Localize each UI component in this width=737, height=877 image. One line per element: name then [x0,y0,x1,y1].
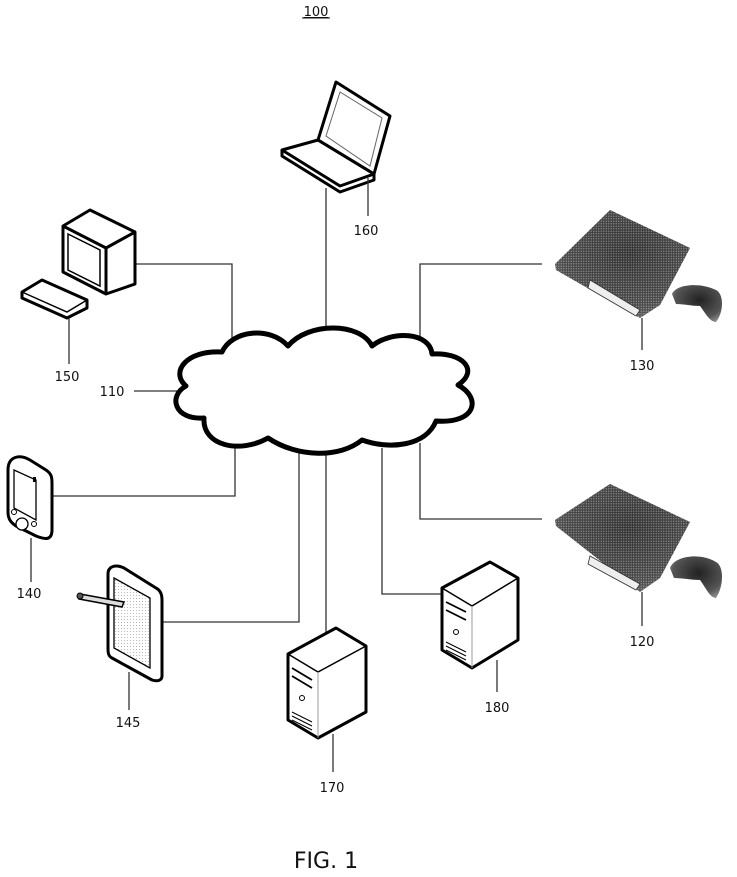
game-console-130-icon [555,210,722,322]
connector-server-180 [381,448,442,595]
game-console-120-icon [555,484,722,598]
pda-icon [6,455,54,540]
label-server-180: 180 [485,701,510,716]
desktop-computer-icon [61,208,137,296]
label-server-170: 170 [320,781,345,796]
connector-desktop [135,263,233,340]
server-180-icon [440,560,520,670]
connector-console-120 [419,443,542,520]
keyboard-icon [20,278,89,320]
connector-tablet [162,452,300,623]
tablet-icon [106,564,164,683]
label-console-130: 130 [630,359,655,374]
label-desktop: 150 [55,370,80,385]
label-tablet: 145 [116,716,141,731]
figure-number-ref: 100 [304,5,329,20]
network-cloud [173,325,475,456]
connector-pda [52,445,236,497]
figure-caption: FIG. 1 [294,849,358,874]
label-pda: 140 [17,587,42,602]
stylus-icon [76,592,126,608]
label-laptop: 160 [354,224,379,239]
laptop-icon [280,80,392,194]
label-network: 110 [100,385,125,400]
connector-console-130 [419,263,542,338]
connectors [52,188,542,632]
label-console-120: 120 [630,635,655,650]
server-170-icon [286,626,368,740]
